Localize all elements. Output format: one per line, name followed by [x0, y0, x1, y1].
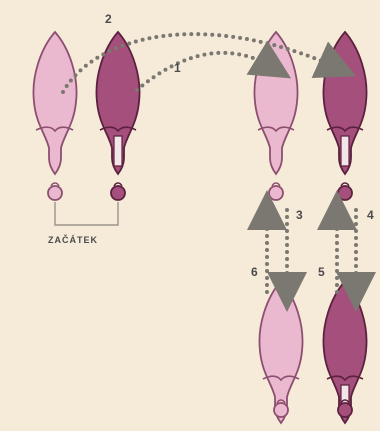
- step-label-4: 4: [367, 208, 374, 222]
- step-label-2: 2: [105, 12, 112, 26]
- step-label-5: 5: [318, 265, 325, 279]
- step-label-6: 6: [251, 265, 258, 279]
- step-label-1: 1: [174, 61, 181, 75]
- start-label: ZAČÁTEK: [48, 234, 98, 245]
- step-label-3: 3: [296, 208, 303, 222]
